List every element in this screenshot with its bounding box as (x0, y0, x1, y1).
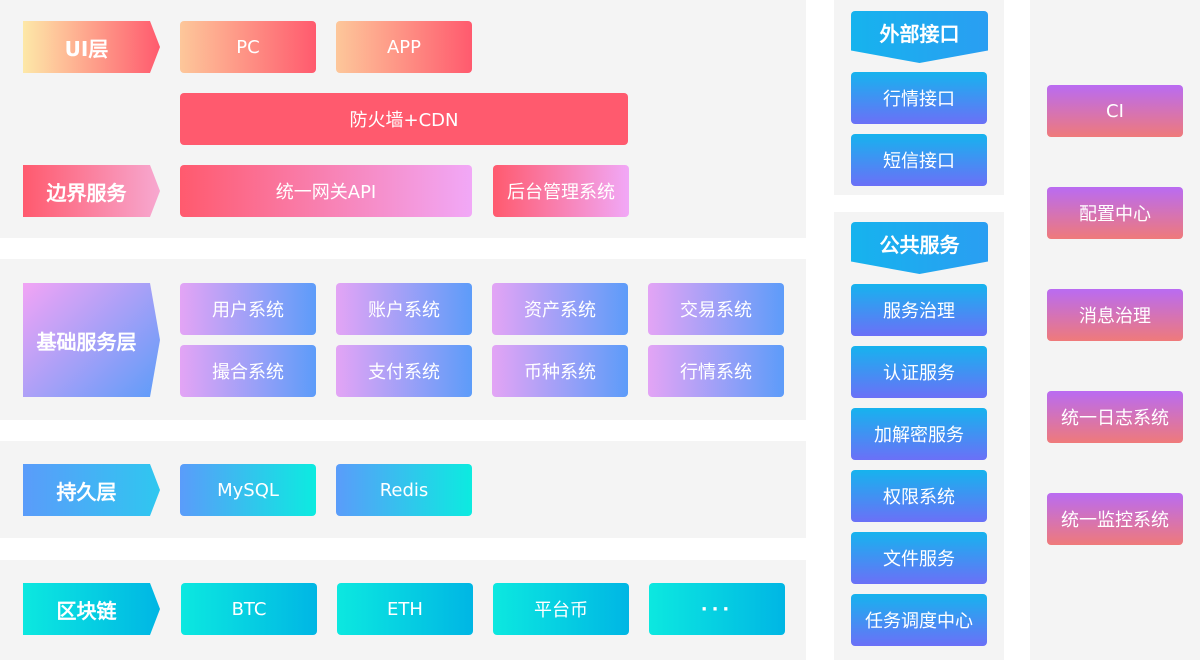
auth-service-box: 认证服务 (851, 346, 987, 398)
btc-box: BTC (181, 583, 317, 635)
redis-box: Redis (336, 464, 472, 516)
boundary-services-tag: 边界服务 (23, 165, 160, 217)
ui-layer-tag: UI层 (23, 21, 160, 73)
app-box: APP (336, 21, 472, 73)
service-governance-box: 服务治理 (851, 284, 987, 336)
asset-system-box: 资产系统 (492, 283, 628, 335)
firewall-cdn-box: 防火墙+CDN (180, 93, 628, 145)
user-system-box: 用户系统 (180, 283, 316, 335)
config-center-box: 配置中心 (1047, 187, 1183, 239)
unified-monitoring-box: 统一监控系统 (1047, 493, 1183, 545)
payment-system-box: 支付系统 (336, 345, 472, 397)
task-scheduler-box: 任务调度中心 (851, 594, 987, 646)
market-interface-box: 行情接口 (851, 72, 987, 124)
pc-box: PC (180, 21, 316, 73)
sms-interface-box: 短信接口 (851, 134, 987, 186)
matching-system-box: 撮合系统 (180, 345, 316, 397)
persistence-layer-tag: 持久层 (23, 464, 160, 516)
permission-system-box: 权限系统 (851, 470, 987, 522)
platform-coin-box: 平台币 (493, 583, 629, 635)
mysql-box: MySQL (180, 464, 316, 516)
account-system-box: 账户系统 (336, 283, 472, 335)
encryption-service-box: 加解密服务 (851, 408, 987, 460)
file-service-box: 文件服务 (851, 532, 987, 584)
eth-box: ETH (337, 583, 473, 635)
trade-system-box: 交易系统 (648, 283, 784, 335)
blockchain-tag: 区块链 (23, 583, 160, 635)
more-ellipsis-box: ··· (649, 583, 785, 635)
public-services-header: 公共服务 (851, 222, 988, 274)
currency-system-box: 币种系统 (492, 345, 628, 397)
ci-box: CI (1047, 85, 1183, 137)
external-interfaces-header: 外部接口 (851, 11, 988, 63)
message-governance-box: 消息治理 (1047, 289, 1183, 341)
base-services-tag: 基础服务层 (23, 283, 160, 397)
market-system-box: 行情系统 (648, 345, 784, 397)
unified-logging-box: 统一日志系统 (1047, 391, 1183, 443)
admin-system-box: 后台管理系统 (493, 165, 629, 217)
gateway-api-box: 统一网关API (180, 165, 472, 217)
